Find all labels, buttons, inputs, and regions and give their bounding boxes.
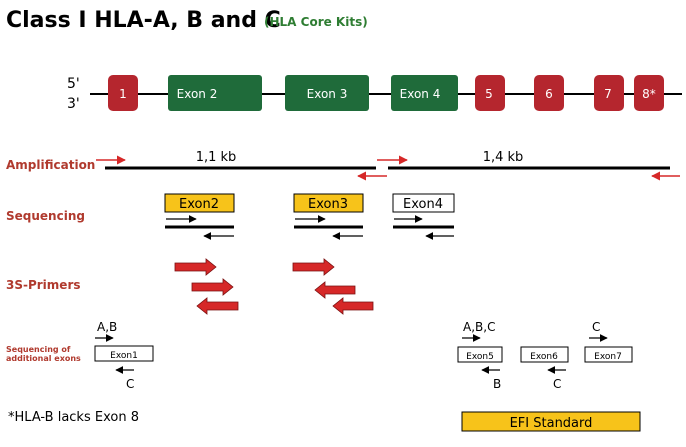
seq-box-exon4-label: Exon4 xyxy=(403,197,443,212)
amplicon-1-size: 1,1 kb xyxy=(196,150,237,165)
exon-8-label: 8* xyxy=(642,87,656,101)
row-label-additional-1: Sequencing of xyxy=(6,345,71,354)
row-label-sequencing: Sequencing xyxy=(6,209,85,223)
exon-6-block xyxy=(534,75,564,111)
seq-box-exon2 xyxy=(164,193,235,213)
add-exon1-reverse-label: C xyxy=(126,377,134,391)
add-exon1-box xyxy=(94,345,154,362)
efi-standard-box xyxy=(461,411,641,432)
primer-exon2-fwd-2 xyxy=(191,278,234,296)
exon-6-label: 6 xyxy=(545,87,553,101)
add-exon5-reverse-label: B xyxy=(493,377,501,391)
exon-4-block xyxy=(391,75,458,111)
add-exon5-forward-label: A,B,C xyxy=(463,320,495,334)
exon-2-label: Exon 2 xyxy=(177,87,218,101)
footnote: *HLA-B lacks Exon 8 xyxy=(8,410,139,425)
efi-standard-label: EFI Standard xyxy=(510,416,593,431)
three-prime-label: 3' xyxy=(67,96,80,112)
add-exon6-label: Exon6 xyxy=(530,352,558,362)
title: Class I HLA-A, B and C xyxy=(6,8,281,33)
exon-3-label: Exon 3 xyxy=(307,87,348,101)
add-exon1-forward-label: A,B xyxy=(97,320,117,334)
add-exon6-box xyxy=(520,346,569,363)
row-label-amplification: Amplification xyxy=(6,158,96,172)
add-exon6-reverse-label: C xyxy=(553,377,561,391)
exon-7-block xyxy=(594,75,624,111)
seq-box-exon3 xyxy=(293,193,364,213)
exon-5-block xyxy=(475,75,505,111)
row-label-additional-2: additional exons xyxy=(6,354,81,363)
exon-3-block xyxy=(285,75,369,111)
primer-exon3-rev-2 xyxy=(332,297,374,315)
row-label-3s-primers: 3S-Primers xyxy=(6,278,81,292)
add-exon5-box xyxy=(457,346,503,363)
exon-8-block xyxy=(634,75,664,111)
exon-7-label: 7 xyxy=(604,87,612,101)
amplicon-2-size: 1,4 kb xyxy=(483,150,524,165)
exon-5-label: 5 xyxy=(485,87,493,101)
seq-box-exon3-label: Exon3 xyxy=(308,197,348,212)
subtitle: (HLA Core Kits) xyxy=(264,15,368,29)
five-prime-label: 5' xyxy=(67,76,80,92)
primer-exon2-rev xyxy=(196,297,239,315)
add-exon1-label: Exon1 xyxy=(110,351,138,361)
add-exon7-forward-label: C xyxy=(592,320,600,334)
seq-box-exon4 xyxy=(392,193,455,213)
exon-4-label: Exon 4 xyxy=(400,87,441,101)
exon-1-block xyxy=(108,75,138,111)
add-exon7-box xyxy=(584,346,633,363)
seq-box-exon2-label: Exon2 xyxy=(179,197,219,212)
primer-exon2-fwd-1 xyxy=(174,258,217,276)
exon-2-block xyxy=(168,75,262,111)
exon-1-label: 1 xyxy=(119,87,127,101)
add-exon5-label: Exon5 xyxy=(466,352,494,362)
primer-exon3-rev-1 xyxy=(314,281,356,299)
primer-exon3-fwd xyxy=(292,258,335,276)
add-exon7-label: Exon7 xyxy=(594,352,622,362)
